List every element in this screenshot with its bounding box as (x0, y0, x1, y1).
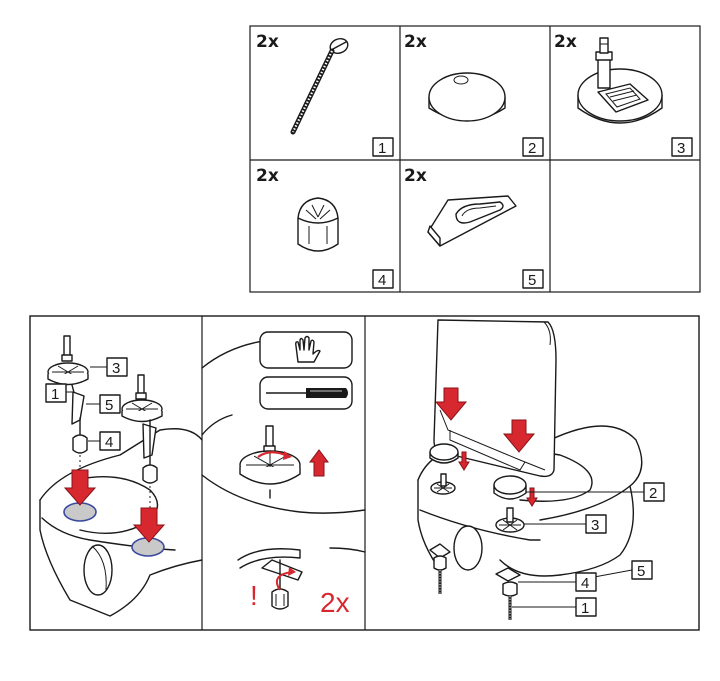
hinge-base-right-installed (495, 507, 525, 533)
part-number-2: 2 (528, 140, 536, 157)
part-qty-1: 2x (256, 32, 279, 52)
svg-text:2: 2 (649, 485, 657, 502)
screwdriver-icon (266, 388, 348, 398)
part-qty-4: 2x (256, 166, 279, 186)
part-cell-3: 2x 3 (554, 32, 693, 157)
svg-text:4: 4 (581, 575, 589, 592)
step2-panel: ! 2x (201, 331, 366, 618)
part-cell-1: 2x 1 (256, 32, 394, 157)
arrow-down-lid-left (434, 387, 468, 421)
parts-table: 2x 1 2x 2 2x (249, 25, 701, 293)
step1-panel: 3 1 5 4 (39, 335, 203, 617)
hand-tighten-box (259, 331, 353, 369)
part-number-4: 4 (378, 272, 386, 289)
part-qty-2: 2x (404, 32, 427, 52)
svg-text:3: 3 (112, 360, 120, 377)
multiplier-label: 2x (320, 587, 350, 618)
svg-text:3: 3 (591, 517, 599, 534)
step1-callout-3: 3 (90, 357, 128, 377)
arrow-down-left (63, 469, 97, 506)
svg-text:5: 5 (105, 397, 113, 414)
screwdriver-box (259, 376, 353, 410)
part-number-1: 1 (378, 140, 386, 157)
arrow-down-lid-right (502, 419, 536, 453)
cap-left (429, 443, 470, 471)
arrow-up (309, 449, 329, 477)
cap-cover-icon (428, 72, 506, 122)
hinge-base-left-installed (430, 473, 456, 495)
bolt-icon (290, 38, 349, 135)
part-cell-4: 2x 4 (256, 166, 394, 289)
steps-frame (29, 315, 700, 631)
hinge-tighten (239, 425, 301, 499)
svg-text:1: 1 (581, 600, 589, 617)
wedge-washer-icon (427, 195, 517, 247)
svg-text:4: 4 (105, 434, 113, 451)
svg-text:5: 5 (637, 563, 645, 580)
hinge-base-icon (577, 37, 663, 124)
warning-mark: ! (250, 580, 258, 611)
arrow-down-right (132, 507, 166, 543)
step3-callout-2: 2 (526, 482, 665, 502)
hinge-assembly-right (121, 374, 166, 543)
part-number-3: 3 (677, 140, 685, 157)
part-qty-3: 2x (554, 32, 577, 52)
part-cell-2: 2x 2 (404, 32, 544, 157)
bolt-below-right (495, 567, 521, 620)
step1-callout-1: 1 (45, 383, 74, 403)
hand-icon (295, 335, 321, 363)
cap-right (493, 475, 538, 507)
step3-callout-4: 4 (518, 572, 597, 592)
hinge-assembly-left (47, 335, 97, 506)
step1-callout-4: 4 (88, 431, 121, 451)
part-cell-5: 2x 5 (404, 166, 544, 289)
step3-callout-3: 3 (524, 514, 607, 534)
bolt-below-left (429, 543, 451, 594)
svg-text:1: 1 (51, 386, 59, 403)
toilet-bowl-left (39, 428, 203, 617)
step1-callout-5: 5 (86, 394, 121, 414)
part-number-5: 5 (528, 272, 536, 289)
step3-panel: 2 3 5 4 1 (417, 319, 665, 620)
nut-icon (297, 197, 339, 252)
step3-callout-1: 1 (512, 597, 597, 617)
part-qty-5: 2x (404, 166, 427, 186)
